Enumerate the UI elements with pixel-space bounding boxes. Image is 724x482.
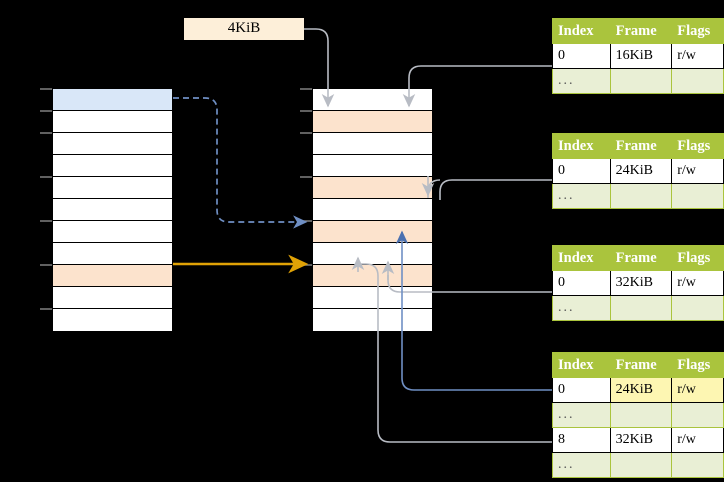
virtual-page-cell-9 <box>53 287 172 309</box>
virtual-page-cell-4 <box>53 177 172 199</box>
page-table-1-r1-c2 <box>671 68 724 94</box>
page-table-4-r3-c0: ... <box>552 452 611 478</box>
page-table-2-r0-c1: 24KiB <box>609 158 673 184</box>
page-table-2-row-1: ... <box>552 183 724 209</box>
page-table-2-header-flags: Flags <box>671 133 724 159</box>
page-table-2-r0-c2: r/w <box>671 158 724 184</box>
page-table-1-row-1: ... <box>552 68 724 94</box>
page-table-4-r0-c0: 0 <box>552 377 611 403</box>
page-table-3-r0-c2: r/w <box>671 270 724 296</box>
page-table-3-r1-c0: ... <box>552 295 611 321</box>
page-table-4-r1-c0: ... <box>552 402 611 428</box>
virtual-page-cell-2 <box>53 133 172 155</box>
page-table-2-r0-c0: 0 <box>552 158 611 184</box>
virtual-page-cell-1 <box>53 111 172 133</box>
page-table-4-r1-c1 <box>609 402 673 428</box>
physical-frame-cell-5 <box>313 199 432 221</box>
physical-frame-cell-0 <box>313 89 432 111</box>
physical-frame-cell-3 <box>313 155 432 177</box>
page-table-1-header-frame: Frame <box>609 18 673 44</box>
middle-column-ticks <box>300 88 312 266</box>
page-table-4-r0-c2: r/w <box>671 377 724 403</box>
page-table-4-r0-c1: 24KiB <box>609 377 673 403</box>
page-table-2-r1-c2 <box>671 183 724 209</box>
physical-frame-cell-2 <box>313 133 432 155</box>
page-table-2-header-frame: Frame <box>609 133 673 159</box>
wire-table2-segment <box>439 179 552 200</box>
page-table-4-r3-c1 <box>609 452 673 478</box>
wire-blue-dashed-left-to-middle <box>173 97 308 229</box>
virtual-page-cell-5 <box>53 199 172 221</box>
page-table-1-r0-c1: 16KiB <box>609 43 673 69</box>
virtual-page-cell-3 <box>53 155 172 177</box>
page-table-4-header-index: Index <box>552 352 611 378</box>
page-table-3-header-frame: Frame <box>609 245 673 271</box>
page-table-1-r0-c0: 0 <box>552 43 611 69</box>
page-table-4-row-3: ... <box>552 452 724 478</box>
page-table-3-r1-c1 <box>609 295 673 321</box>
page-table-1-r1-c1 <box>609 68 673 94</box>
left-column-ticks <box>40 88 52 310</box>
page-table-2-r1-c0: ... <box>552 183 611 209</box>
page-table-4-header-frame: Frame <box>609 352 673 378</box>
page-table-1-r0-c2: r/w <box>671 43 724 69</box>
physical-frame-cell-8 <box>313 265 432 287</box>
page-table-3-row-1: ... <box>552 295 724 321</box>
page-table-4-r3-c2 <box>671 452 724 478</box>
virtual-page-cell-0 <box>53 89 172 111</box>
virtual-page-cell-6 <box>53 221 172 243</box>
size-label-4kib: 4KiB <box>184 18 304 40</box>
page-table-4-r2-c0: 8 <box>552 427 611 453</box>
page-table-3-header-index: Index <box>552 245 611 271</box>
page-table-1-header-index: Index <box>552 18 611 44</box>
page-table-4-row-1: ... <box>552 402 724 428</box>
virtual-address-space-column <box>52 88 173 332</box>
virtual-page-cell-8 <box>53 265 172 287</box>
page-table-4-r2-c1: 32KiB <box>609 427 673 453</box>
physical-frame-cell-1 <box>313 111 432 133</box>
physical-frame-cell-4 <box>313 177 432 199</box>
physical-frame-cell-10 <box>313 309 432 331</box>
page-table-1-header-flags: Flags <box>671 18 724 44</box>
page-table-4-header-flags: Flags <box>671 352 724 378</box>
physical-frame-cell-6 <box>313 221 432 243</box>
virtual-page-cell-7 <box>53 243 172 265</box>
page-table-3-r0-c1: 32KiB <box>609 270 673 296</box>
page-table-2-header-index: Index <box>552 133 611 159</box>
physical-frame-cell-9 <box>313 287 432 309</box>
page-table-1-r1-c0: ... <box>552 68 611 94</box>
page-table-4-r2-c2: r/w <box>671 427 724 453</box>
page-table-2-r1-c1 <box>609 183 673 209</box>
page-table-3-header-flags: Flags <box>671 245 724 271</box>
physical-frame-cell-7 <box>313 243 432 265</box>
page-table-4-r1-c2 <box>671 402 724 428</box>
page-table-3-r0-c0: 0 <box>552 270 611 296</box>
physical-memory-column <box>312 88 433 332</box>
virtual-page-cell-10 <box>53 309 172 331</box>
page-table-3-r1-c2 <box>671 295 724 321</box>
